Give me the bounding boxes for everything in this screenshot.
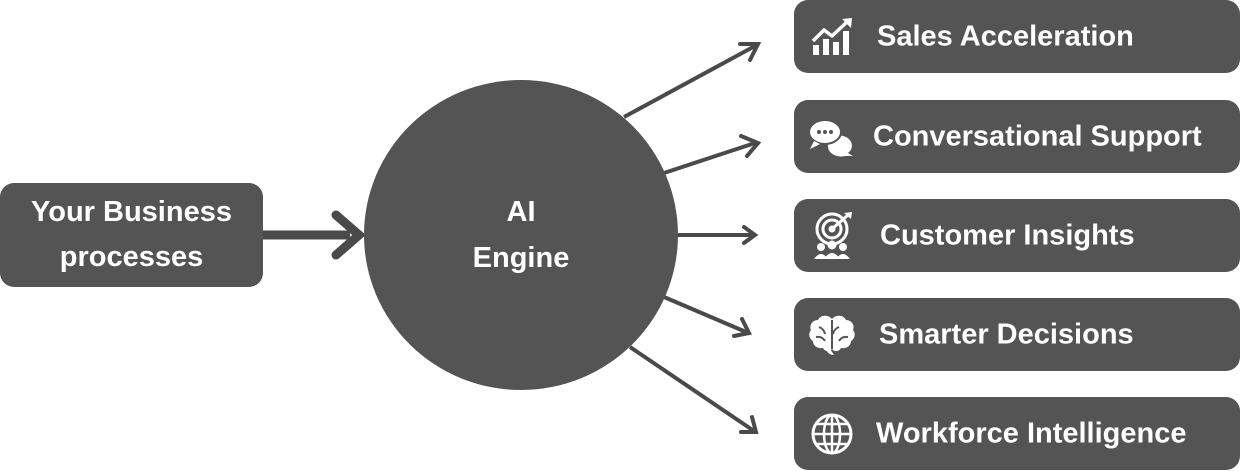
output-arrow-5 bbox=[628, 345, 759, 434]
input-line-1: Your Business bbox=[31, 196, 232, 228]
input-line-2: processes bbox=[59, 241, 204, 273]
output-label: Conversational Support bbox=[873, 120, 1202, 152]
output-smarter-decisions: Smarter Decisions bbox=[794, 298, 1240, 371]
output-arrow-2 bbox=[663, 134, 762, 175]
target-audience-icon bbox=[808, 211, 856, 260]
globe-icon bbox=[808, 410, 856, 458]
brain-icon bbox=[808, 311, 856, 359]
output-sales-acceleration: Sales Acceleration bbox=[794, 0, 1240, 73]
output-workforce-intelligence: Workforce Intelligence bbox=[794, 397, 1240, 470]
output-arrow-4 bbox=[663, 295, 752, 338]
chat-bubbles-icon bbox=[808, 113, 856, 161]
output-label: Sales Acceleration bbox=[877, 20, 1134, 52]
output-label: Workforce Intelligence bbox=[876, 417, 1187, 449]
engine-line-2: Engine bbox=[472, 242, 570, 274]
ai-engine-circle: AI Engine bbox=[364, 80, 678, 390]
output-arrow-3 bbox=[677, 225, 759, 245]
output-customer-insights: Customer Insights bbox=[794, 199, 1240, 272]
input-arrow bbox=[263, 210, 366, 260]
business-processes-box: Your Business processes bbox=[0, 183, 263, 287]
output-label: Customer Insights bbox=[880, 219, 1135, 251]
output-arrow-1 bbox=[623, 42, 762, 119]
engine-line-1: AI bbox=[506, 196, 536, 228]
output-conversational-support: Conversational Support bbox=[794, 100, 1240, 173]
growth-chart-icon bbox=[808, 13, 856, 61]
output-label: Smarter Decisions bbox=[879, 318, 1134, 350]
